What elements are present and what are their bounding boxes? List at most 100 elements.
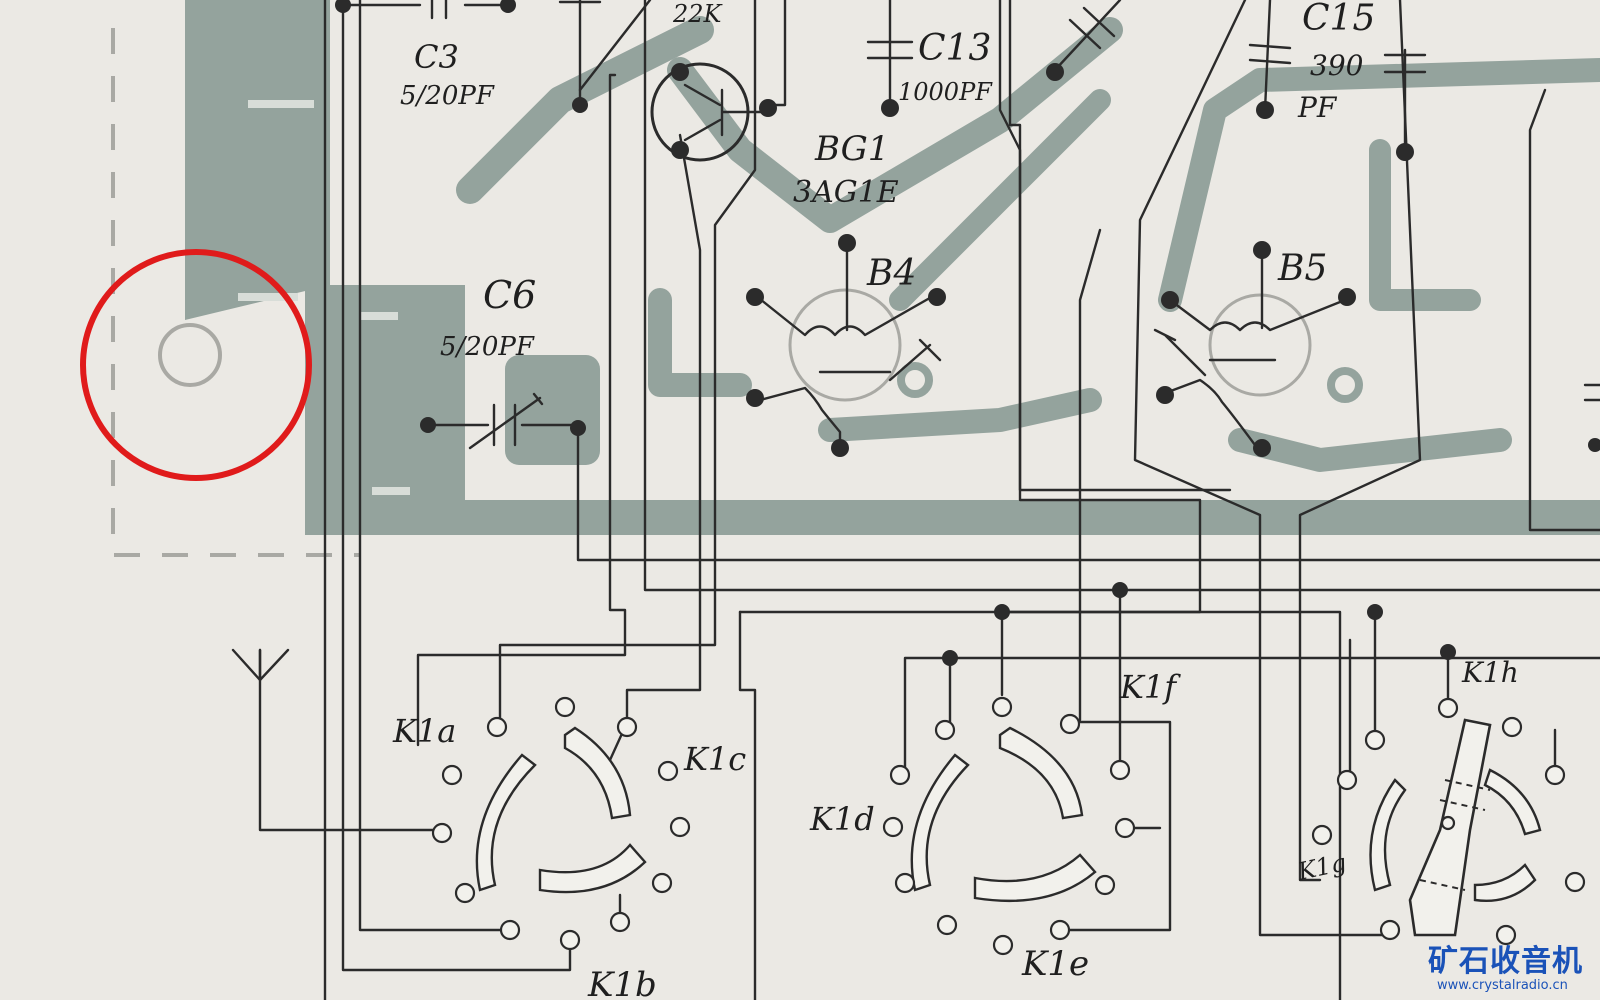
label-bg1: BG1 <box>814 129 889 169</box>
mounting-hole <box>158 323 222 387</box>
silk-mark-3 <box>360 312 398 320</box>
label-bg1-type: 3AG1E <box>793 175 899 210</box>
pcb-trace-b4-loop <box>818 388 1102 442</box>
pad <box>1112 582 1128 598</box>
label-k1e: K1e <box>1021 944 1089 984</box>
pcb-ground-plane-bottom <box>305 285 1600 535</box>
wire-top-row-right <box>1000 610 1342 1000</box>
label-c6: C6 <box>483 273 536 317</box>
label-k1c: K1c <box>683 740 746 778</box>
silk-mark-4 <box>372 487 410 495</box>
switch-3-contact-arc-right <box>1483 768 1542 836</box>
wire-diag-1 <box>1078 228 1102 722</box>
label-k1d: K1d <box>809 800 875 838</box>
capacitor-right-symbol <box>1383 53 1427 74</box>
pad <box>1253 439 1271 457</box>
capacitor-c15-symbol <box>1248 43 1292 65</box>
pcb-trace-center <box>889 89 1111 311</box>
wire-bus-3 <box>358 0 507 932</box>
pad <box>1256 101 1274 119</box>
wire-kc-right <box>738 610 757 1000</box>
label-c15: C15 <box>1302 0 1375 39</box>
pcb-trace-c13 <box>667 17 1123 233</box>
wire-transistor-emitter <box>625 133 702 727</box>
tube-b5 <box>1153 248 1347 447</box>
label-c6-value: 5/20PF <box>440 332 535 362</box>
pad <box>1156 386 1174 404</box>
watermark-title: 矿石收音机 <box>1428 944 1583 979</box>
label-b4: B4 <box>866 253 916 294</box>
label-b5: B5 <box>1277 248 1327 289</box>
pad <box>420 417 436 433</box>
board-outline-dashed <box>111 28 360 557</box>
transistor-bg1 <box>650 62 767 162</box>
pad <box>838 234 856 252</box>
pad <box>1588 438 1600 452</box>
switch-2-contact-arc-bottom <box>973 853 1097 903</box>
wire-transistor-collector <box>763 0 787 107</box>
solder-pads <box>335 0 1600 666</box>
watermark-url: www.crystalradio.cn <box>1437 978 1568 993</box>
wire-r-drop <box>578 0 652 92</box>
label-c13-value: 1000PF <box>898 78 993 106</box>
label-k1a: K1a <box>392 712 456 750</box>
pad <box>1253 241 1271 259</box>
switch-2-contact-arc-top <box>998 726 1084 820</box>
capacitor-c3-symbol <box>430 0 448 20</box>
pcb-ground-plane-left <box>185 0 330 320</box>
pcb-trace-b5-low <box>1228 428 1512 472</box>
tube-b4 <box>753 243 942 450</box>
pcb-trace-right <box>1369 139 1481 311</box>
capacitor-c6-symbol <box>468 392 544 450</box>
pad <box>671 141 689 159</box>
pad <box>928 288 946 306</box>
wire-kd-feed <box>903 656 952 777</box>
pcb-trace-bg1 <box>456 16 714 204</box>
antenna-icon <box>231 648 290 682</box>
pad <box>881 99 899 117</box>
rotary-switch-1 <box>431 696 691 951</box>
pad <box>1161 291 1179 309</box>
capacitor-diag-symbol <box>1053 0 1122 72</box>
rotary-switch-3 <box>1311 697 1586 946</box>
pad <box>942 650 958 666</box>
pcb-layout <box>158 0 1600 535</box>
silk-mark-2 <box>238 293 298 301</box>
pcb-pad-b5 <box>1327 367 1363 403</box>
pad <box>759 99 777 117</box>
wire-bus-2 <box>341 0 572 972</box>
wire-center-long <box>643 0 1600 592</box>
wire-antenna <box>258 648 442 832</box>
pad <box>335 0 351 13</box>
pad <box>570 420 586 436</box>
pcb-pad-c6 <box>505 355 600 465</box>
pad <box>1440 644 1456 660</box>
pad <box>671 63 689 81</box>
switch-1-contact-arc-left <box>475 753 537 892</box>
highlight-circle <box>80 249 312 481</box>
wire-transistor-base <box>416 73 627 747</box>
wire-ke-out <box>1058 720 1172 932</box>
pcb-trace-b5 <box>1158 58 1600 312</box>
pcb-pad-b4 <box>897 362 933 398</box>
pad <box>1338 288 1356 306</box>
pad <box>1046 63 1064 81</box>
label-r-value: 22K <box>672 0 724 28</box>
label-c13: C13 <box>918 28 991 69</box>
pcb-trace-b4 <box>648 288 752 397</box>
label-c15-value-1: 390 <box>1310 49 1363 82</box>
capacitor-symbols <box>430 0 1600 450</box>
pad <box>746 389 764 407</box>
pad <box>746 288 764 306</box>
pad <box>831 439 849 457</box>
label-c3: C3 <box>414 38 459 76</box>
switch-3-contact-arc-bottom <box>1473 863 1537 902</box>
pad <box>500 0 516 13</box>
label-k1b: K1b <box>587 965 657 1000</box>
capacitor-c13-symbol <box>866 40 914 60</box>
switch-2-contact-arc-left <box>910 753 970 892</box>
switch-1-contact-arc-bottom <box>538 843 647 894</box>
wire-right-vertical <box>1528 88 1600 532</box>
